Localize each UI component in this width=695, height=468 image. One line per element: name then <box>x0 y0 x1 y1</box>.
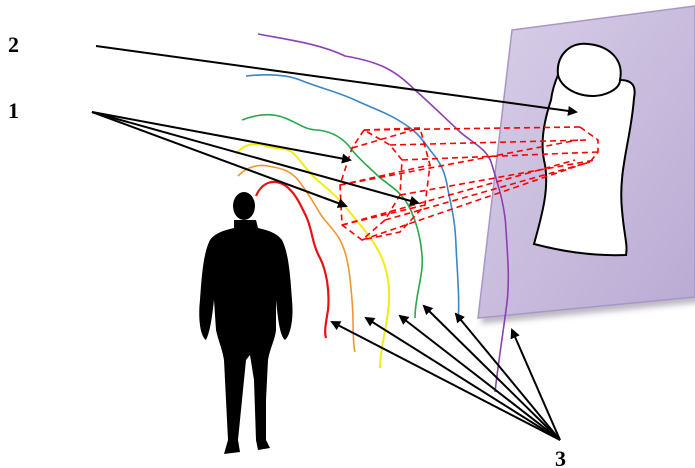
wave-blue <box>245 74 460 323</box>
arrow-3-purple <box>510 328 561 441</box>
wave-purple <box>257 33 510 393</box>
person-silhouette <box>199 192 293 454</box>
label-2: 2 <box>8 32 19 57</box>
wavefront-curves <box>235 33 510 393</box>
arrow-2-to-panel <box>95 45 578 116</box>
arrows-label-3 <box>330 304 561 441</box>
label-3: 3 <box>555 446 566 468</box>
wave-orange <box>237 164 356 353</box>
wave-green <box>241 113 424 319</box>
arrow-3-red <box>330 321 561 441</box>
arrow-3-green <box>422 304 561 441</box>
arrows-label-2 <box>95 45 578 116</box>
projected-figure-outline <box>532 42 636 257</box>
arrow-1-a <box>91 111 352 164</box>
arrow-1-c <box>91 111 420 206</box>
wave-yellow <box>235 143 391 369</box>
wave-red <box>254 180 330 339</box>
label-1: 1 <box>8 98 19 123</box>
viewing-frustum <box>339 126 599 242</box>
arrow-3-orange <box>364 316 561 441</box>
arrow-1-b <box>91 111 348 208</box>
arrow-3-blue <box>454 312 561 441</box>
arrows-label-1 <box>91 111 420 208</box>
arrow-3-yellow <box>398 314 561 441</box>
